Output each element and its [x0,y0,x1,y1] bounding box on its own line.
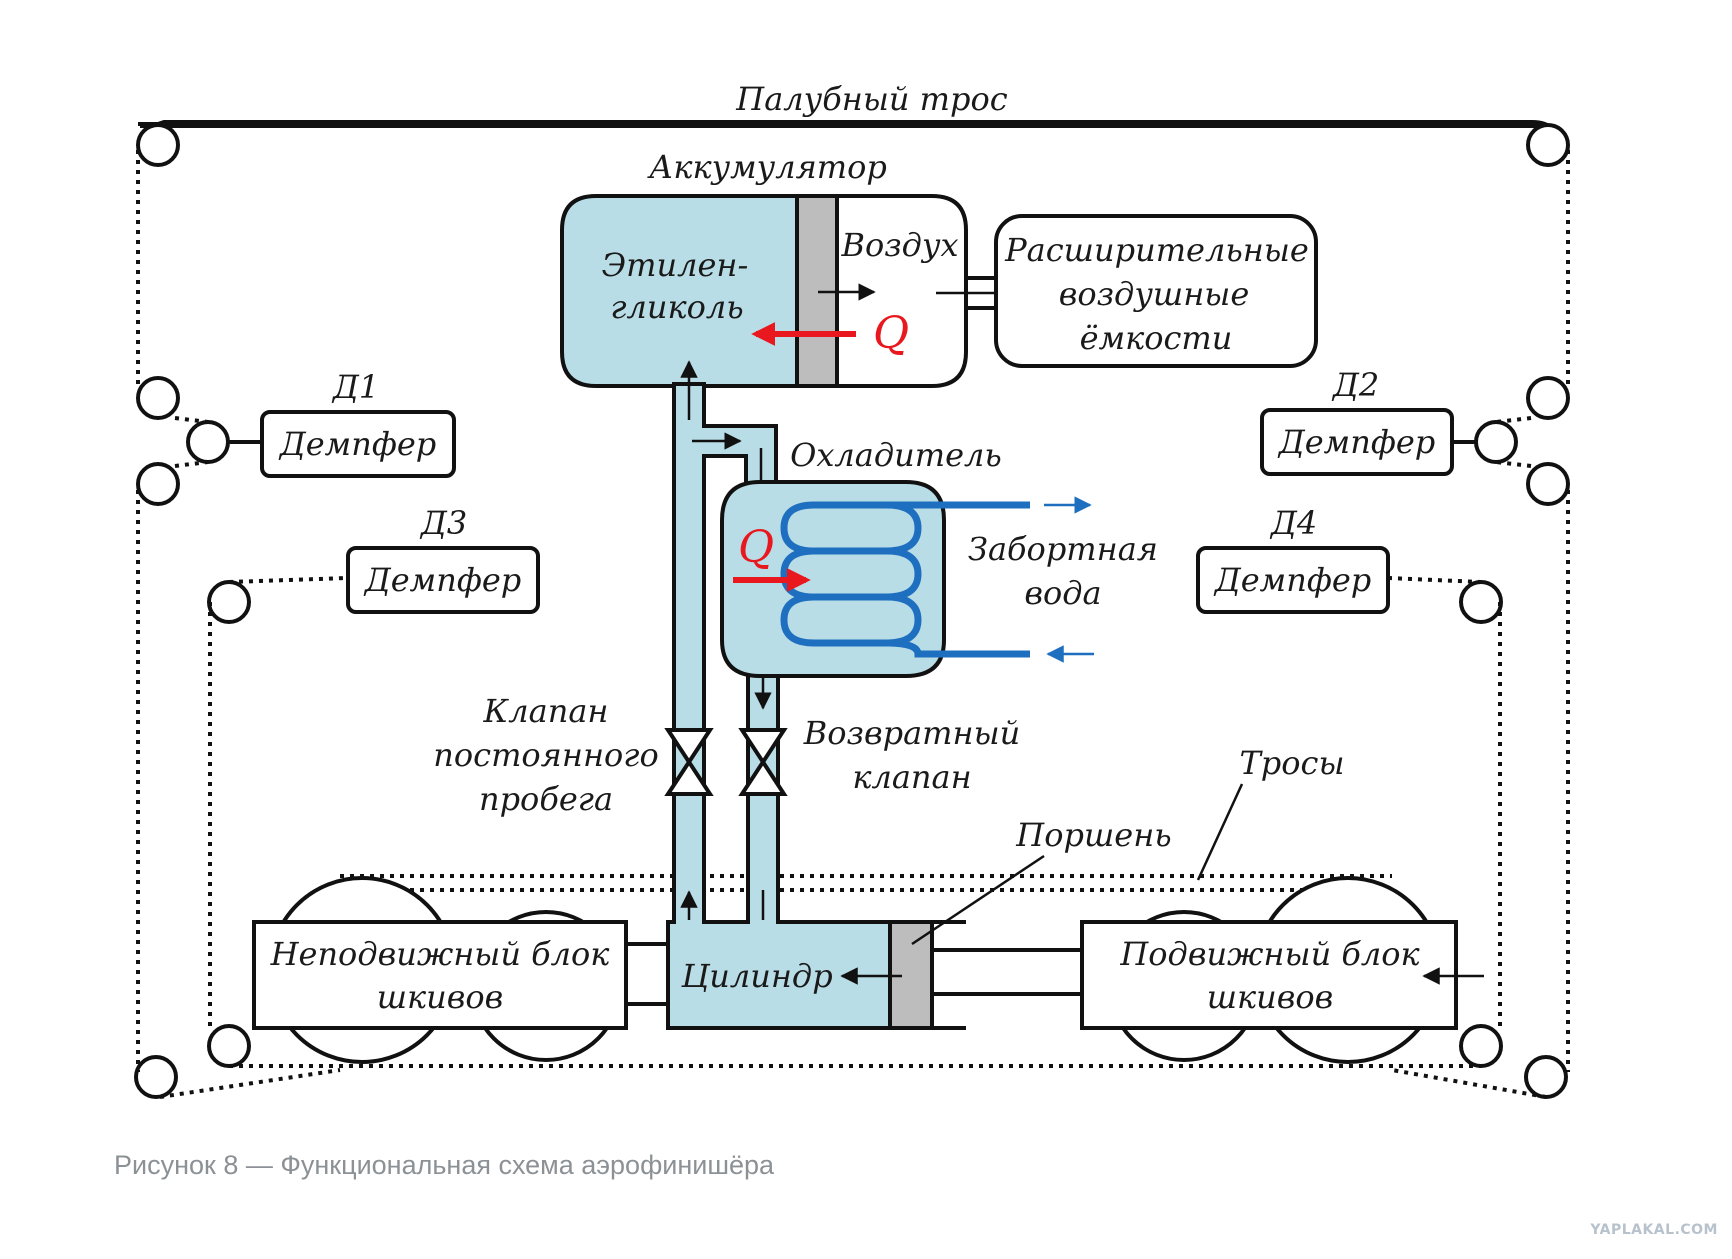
expansion-tanks-line3: ёмкости [1080,319,1233,357]
deck-cable-label: Палубный трос [735,80,1007,118]
figure-caption: Рисунок 8 — Функциональная схема аэрофин… [114,1150,775,1180]
pulley-bottom-left-inner [207,1024,251,1068]
pulley-d3 [207,580,251,624]
pulley-left-upper [136,376,180,420]
heat-symbol-cooler: Q [738,522,774,573]
pulley-top-right [1526,123,1570,167]
expansion-tanks-line1: Расширительные [1004,231,1309,269]
constant-run-valve-line1: Клапан [483,692,609,730]
damper-d3: Демпфер Д3 [346,504,540,614]
deck-cable [138,120,1558,137]
damper-d1-id: Д1 [331,368,379,406]
check-valve-line2: клапан [852,758,971,796]
piston [888,920,934,1030]
cylinder-label: Цилиндр [680,957,832,995]
accumulator [560,194,968,388]
damper-d4: Демпфер Д4 [1196,504,1390,614]
pulley-bottom-right-inner [1459,1024,1503,1068]
damper-d2-id: Д2 [1331,366,1379,404]
damper-d1: Демпфер Д1 [228,368,456,478]
movable-block-line2: шкивов [1207,978,1334,1016]
fixed-sheave-block [252,920,628,1030]
air-label: Воздух [840,226,958,264]
pulley-d2 [1474,420,1518,464]
cables-leader [1196,783,1244,881]
movable-block-line1: Подвижный блок [1119,935,1420,973]
cables-label: Тросы [1239,744,1344,782]
seawater-line2: вода [1024,574,1101,612]
damper-d1-label: Демпфер [278,425,437,463]
damper-d3-label: Демпфер [363,561,522,599]
pulley-bottom-right [1524,1055,1568,1099]
fixed-block-line1: Неподвижный блок [270,935,611,973]
piston-label: Поршень [1015,816,1171,854]
seawater-line1: Забортная [968,530,1158,568]
dotted-cable-runs [136,150,1570,1099]
cooler-label: Охладитель [790,436,1002,474]
piston-leader [911,854,1045,946]
damper-d4-id: Д4 [1269,504,1317,542]
pulley-d4 [1459,580,1503,624]
check-valve-line1: Возвратный [803,714,1021,752]
expansion-tanks-line2: воздушные [1059,275,1250,313]
watermark: YAPLAKAL.COM [1590,1222,1718,1238]
expansion-air-tanks [994,214,1318,368]
pulley-bottom-left [134,1055,178,1099]
constant-run-valve [664,728,714,796]
pulley-top-left [136,123,180,167]
pulley-right-lower [1526,462,1570,506]
damper-d2-label: Демпфер [1277,423,1436,461]
damper-d2: Демпфер Д2 [1260,366,1476,476]
pulley-left-lower [136,462,180,506]
damper-d3-id: Д3 [419,504,467,542]
accumulator-separator [795,194,839,388]
fixed-block-line2: шкивов [377,978,504,1016]
accumulator-label: Аккумулятор [647,148,887,186]
movable-sheave-block [1080,920,1458,1030]
check-valve [738,728,788,796]
pulley-d1 [186,420,230,464]
constant-run-valve-line2: постоянного [433,736,658,774]
ethylene-glycol-line1: Этилен- [602,246,749,284]
cooling-coil [780,501,1030,658]
damper-d4-label: Демпфер [1213,561,1372,599]
constant-run-valve-line3: пробега [479,780,613,818]
heat-symbol-accumulator: Q [873,308,909,359]
ethylene-glycol-line2: гликоль [610,288,743,326]
pulley-right-upper [1526,376,1570,420]
cooler [720,480,946,678]
sheave-pulleys [134,123,1570,1099]
